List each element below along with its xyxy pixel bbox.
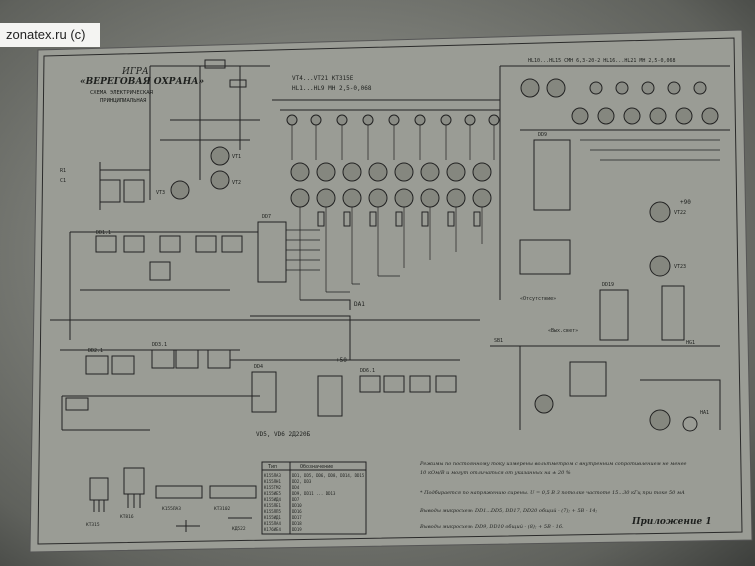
table-cell: DD4: [292, 485, 300, 490]
title-line4: ПРИНЦИПИАЛЬНАЯ: [100, 98, 147, 104]
counter-dd9: [533, 139, 571, 211]
package-drawings: КТ315 КТ816 К155ЛА3 КТ3102 КД522: [86, 467, 257, 532]
speaker-ha1: [682, 416, 698, 432]
table-header-designation: Обозначение: [300, 463, 333, 470]
counter-dd19: [599, 289, 629, 341]
title-line3: СХЕМА ЭЛЕКТРИЧЕСКАЯ: [90, 90, 154, 96]
title-line2: «ВЕРЕГОВАЯ ОХРАНА»: [80, 77, 204, 87]
gate-row-upper: DD1.1: [69, 230, 258, 340]
dd1-label: DD1.1: [96, 230, 111, 236]
bus-da1: [250, 299, 351, 360]
sb1-label: SB1: [494, 338, 503, 344]
otsutstvie-label: «Отсутствие»: [520, 296, 556, 302]
lamp-row-hl1-hl9: [272, 99, 500, 160]
vd-spec: VD5, VD6 2Д220Б: [256, 431, 311, 438]
title-line1: ИГРА: [121, 67, 149, 77]
ha1-label: HA1: [700, 410, 709, 416]
indicator-hg1: [661, 285, 685, 341]
vt-spec: VT4...VT21 КТ315Е: [292, 75, 354, 82]
r1-label: R1: [60, 168, 66, 174]
footnote-1: Режимы по постоянному току измерены воль…: [419, 461, 687, 467]
table-cell: DD9, DD11 ... DD13: [292, 491, 336, 496]
pkg-k155la3: К155ЛА3: [162, 506, 181, 512]
vt23-label: VT23: [674, 264, 686, 270]
transistor-vt3: [170, 180, 190, 200]
gate-row-lower: DD2.1 DD3.1 DD4 DD6.1 +50: [50, 319, 480, 431]
table-cell: DD19: [292, 527, 302, 532]
table-cell: К155ИД1: [264, 515, 281, 520]
transistor-vt22: [649, 201, 671, 223]
watermark: zonatex.ru (c): [0, 23, 100, 47]
power-label: +90: [680, 199, 691, 206]
vyh-sv-label: «Вых.свет»: [548, 328, 578, 334]
table-cell: К155ЛА4: [264, 521, 281, 526]
vt22-label: VT22: [674, 210, 686, 216]
plus50-label: +50: [336, 357, 347, 364]
right-block: DD9 VT22 VT23 +90 DD19 HG1 «Отсутствие» …: [490, 65, 730, 432]
transistor-row-vt4-vt12: [290, 162, 492, 301]
sheet-frame: [37, 37, 743, 545]
table-cell: К155ЛЕ1: [264, 503, 281, 508]
table-cell: К155ЛН1: [264, 479, 281, 484]
table-cell: DD10: [292, 503, 302, 508]
dd19-label: DD19: [602, 282, 614, 288]
dd9-label: DD9: [538, 132, 547, 138]
transistor-vt1: [210, 146, 230, 166]
table-cell: DD1, DD5, DD6, DD8, DD14, DD15: [292, 473, 365, 478]
table-cell: К155ИЕ5: [264, 491, 281, 496]
dd4-label: DD4: [254, 364, 263, 370]
table-header-type: Тип: [268, 464, 277, 470]
dd2-label: DD2.1: [88, 348, 103, 354]
table-cell: DD2, DD3: [292, 479, 312, 484]
dd6-label: DD6.1: [360, 368, 375, 374]
appendix-label: Приложение 1: [631, 517, 712, 527]
paper: [29, 29, 753, 553]
table-cell: К155ТМ2: [264, 485, 281, 490]
vt1-label: VT1: [232, 154, 241, 160]
vt3-label: VT3: [156, 190, 165, 196]
pkg-kt3102: КТ3102: [214, 506, 231, 512]
pkg-kt816: КТ816: [120, 514, 134, 520]
dd3-label: DD3.1: [152, 342, 167, 348]
lamp-spec-right: HL10...HL15 СМН 6,3-20-2 HL16...HL21 МН …: [528, 58, 676, 64]
table-cell: DD17: [292, 515, 302, 520]
footnote-4: Выводы микросхем: DD1...DD5, DD17, DD20 …: [419, 507, 598, 514]
table-cell: DD18: [292, 521, 302, 526]
table-cell: К155ЛА3: [264, 473, 281, 478]
component-table: Тип Обозначение К155ЛА3 DD1, DD5, DD6, D…: [261, 461, 367, 535]
footnote-3: * Подбирается по напряжению сирены. U = …: [420, 489, 685, 496]
table-cell: К155ИД4: [264, 497, 281, 502]
da1-label: DA1: [354, 301, 365, 308]
pkg-kd522: КД522: [232, 526, 246, 532]
table-cell: DD7: [292, 497, 300, 502]
pkg-kt315: КТ315: [86, 522, 100, 528]
footnotes: Режимы по постоянному току измерены воль…: [419, 461, 687, 530]
dd7-label: DD7: [262, 214, 271, 220]
oscillator-block: VT1 VT2 VT3 R1 C1: [60, 59, 270, 210]
lamp-spec: HL1...HL9 МН 2,5-0,068: [292, 85, 372, 92]
transistor-vt23: [649, 255, 671, 277]
c1-label: C1: [60, 178, 66, 184]
footnote-2: 10 кОм/В и могут отличаться от указанных…: [420, 470, 571, 476]
footnote-5: Выводы микросхем: DD9, DD10 общий - (8);…: [419, 523, 564, 530]
table-cell: К176ИЕ4: [264, 527, 281, 532]
transistor-vt2: [210, 170, 230, 190]
decoder-dd7: DD7: [257, 214, 320, 283]
hg1-label: HG1: [686, 340, 695, 346]
vt2-label: VT2: [232, 180, 241, 186]
table-cell: DD16: [292, 509, 302, 514]
table-cell: К155ЛП5: [264, 509, 281, 514]
